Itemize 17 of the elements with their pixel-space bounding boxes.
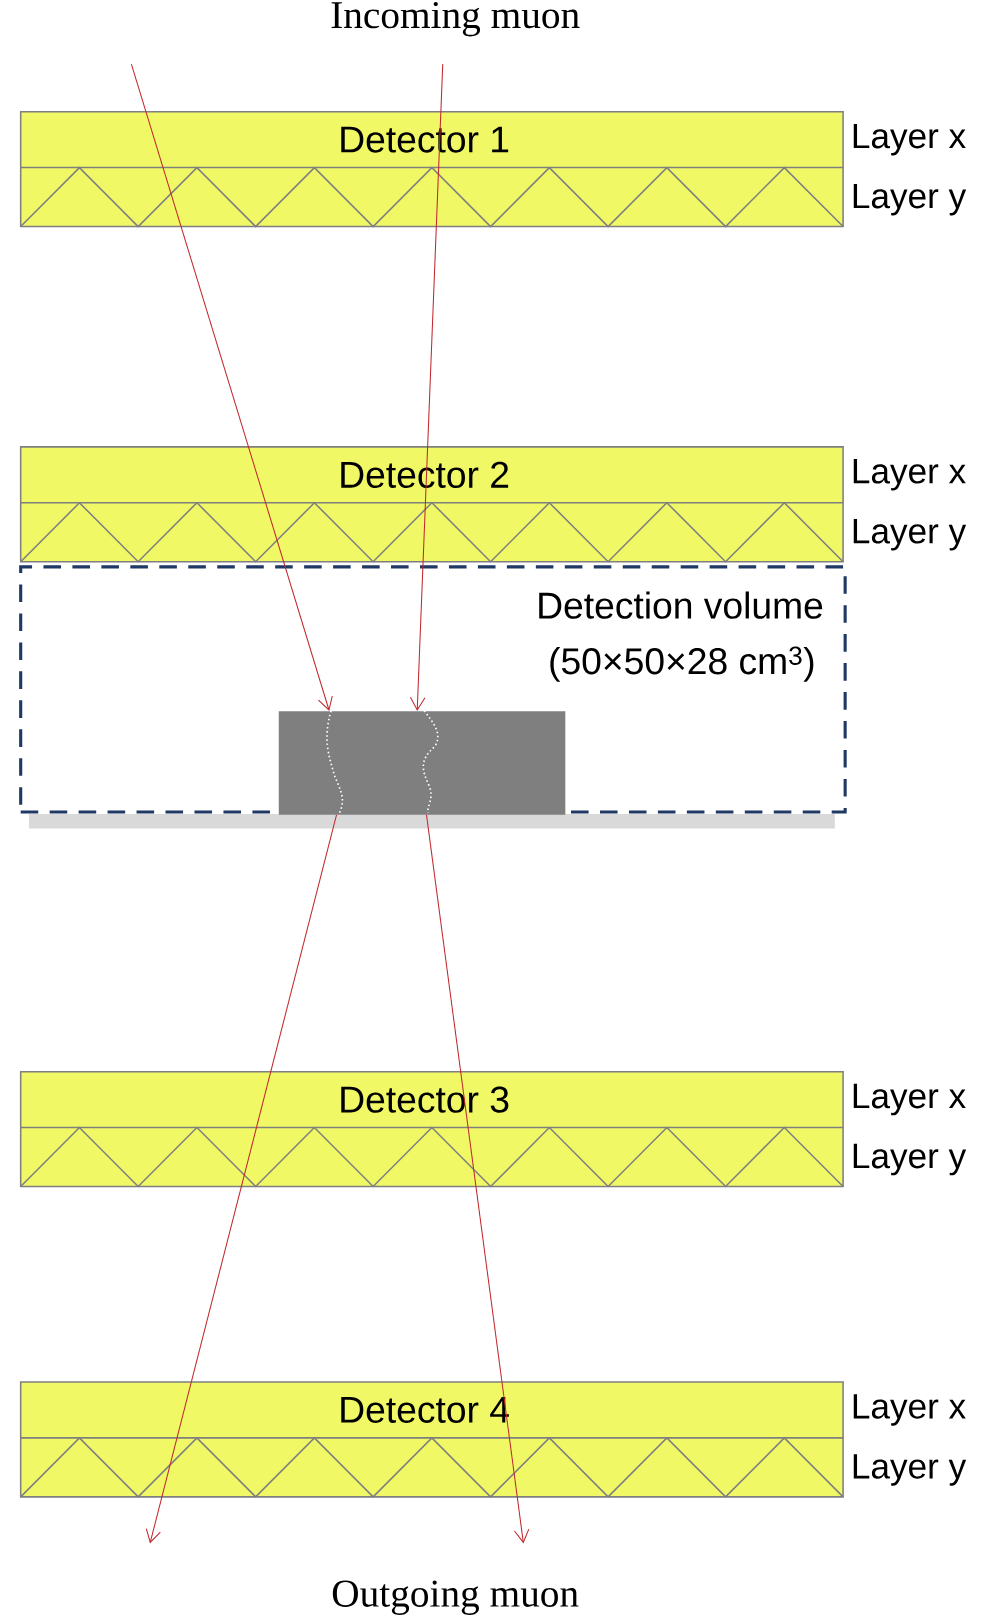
muon-track bbox=[410, 63, 444, 711]
detector-plane: Detector 4 bbox=[19, 1381, 844, 1498]
layer-label: Layer x bbox=[853, 1083, 966, 1116]
muon-label: Incoming muon bbox=[331, 1, 580, 37]
layer-label: Layer y bbox=[853, 183, 967, 216]
muon-track bbox=[145, 814, 338, 1544]
layer-label: Layer y bbox=[853, 1143, 967, 1176]
layer-label: Layer y bbox=[853, 1454, 967, 1486]
detector-plane: Detector 3 bbox=[19, 1070, 844, 1188]
detector-plane: Detector 1 bbox=[19, 110, 844, 228]
layer-label: Layer x bbox=[853, 1394, 966, 1426]
layer-label: Layer x bbox=[853, 459, 966, 491]
muon-label: Outgoing muon bbox=[332, 1580, 579, 1615]
muon-track bbox=[426, 814, 530, 1544]
muon-track bbox=[130, 63, 333, 711]
layer-label: Layer y bbox=[853, 519, 967, 551]
layer-label: Layer x bbox=[853, 123, 966, 156]
